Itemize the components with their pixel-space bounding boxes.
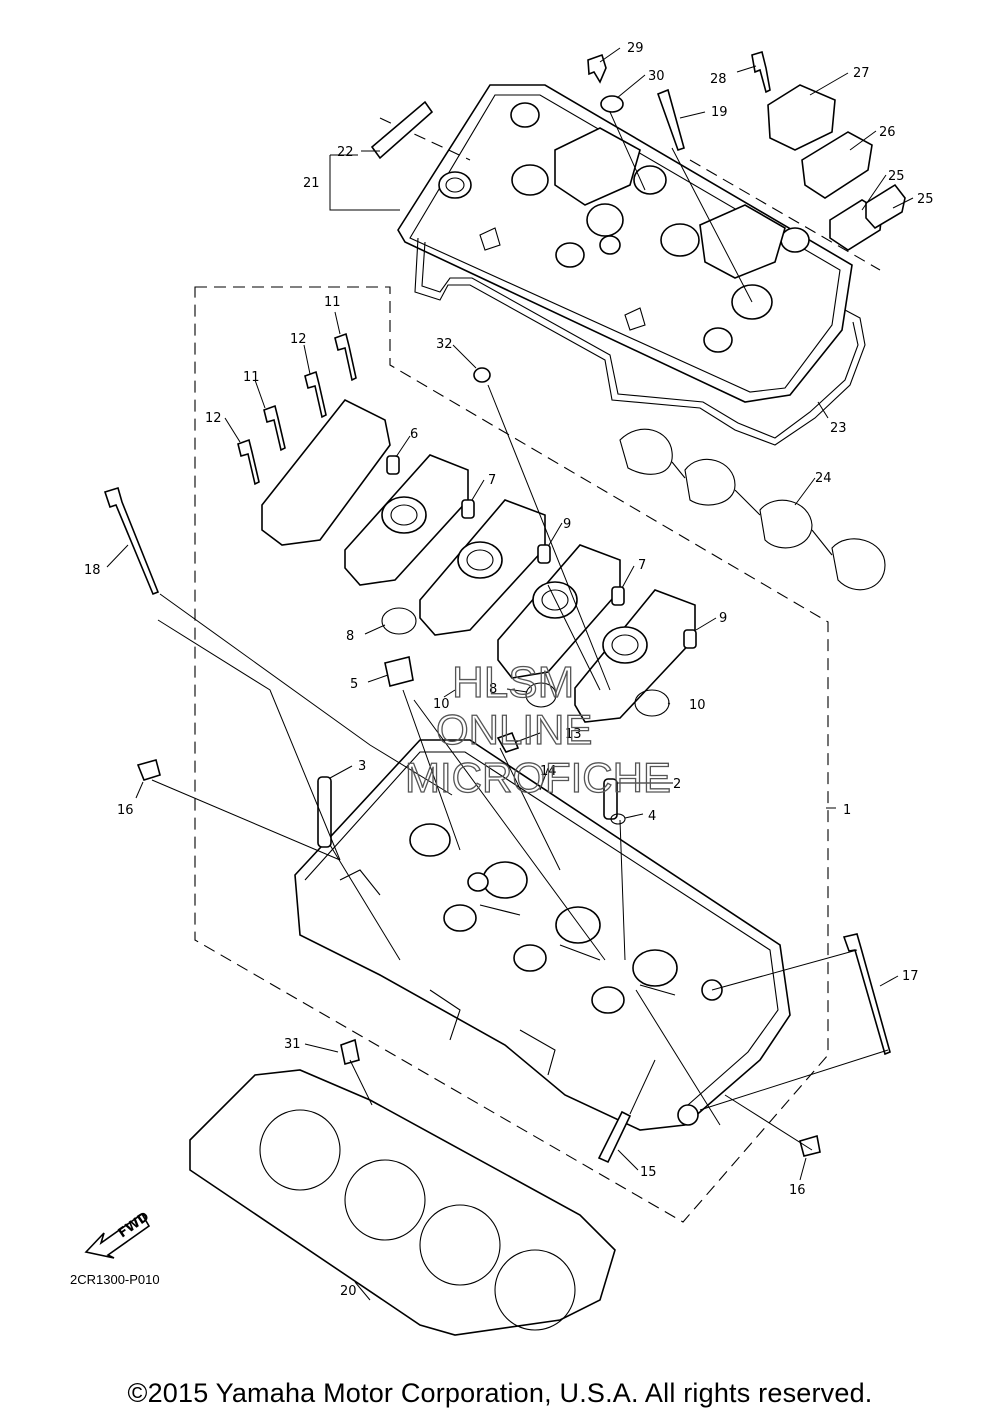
camshaft-caps (261, 398, 696, 723)
dowel-pins (386, 455, 697, 649)
cap-bolts (237, 332, 357, 486)
callout-21: 21 (303, 176, 320, 191)
callout-8b: 8 (489, 682, 497, 697)
leader-lines (106, 47, 914, 1301)
callout-30: 30 (648, 69, 665, 84)
callout-16b: 16 (789, 1183, 806, 1198)
callout-9a: 9 (563, 517, 571, 532)
watermark-line-1: HLSM (452, 658, 574, 707)
reference-code: 2CR1300-P010 (70, 1272, 160, 1287)
callout-25a: 25 (888, 169, 905, 184)
assembly-boundary (194, 286, 829, 1223)
callout-20: 20 (340, 1284, 357, 1299)
callout-5: 5 (350, 677, 358, 692)
o-ring (381, 607, 417, 635)
callout-10b: 10 (689, 698, 706, 713)
head-gasket (189, 1069, 616, 1336)
callout-22: 22 (337, 145, 354, 160)
copyright-notice: ©2015 Yamaha Motor Corporation, U.S.A. A… (127, 1378, 873, 1408)
watermark-line-2: ONLINE (436, 706, 592, 753)
cylinder-head (294, 739, 791, 1131)
callout-23: 23 (830, 421, 847, 436)
callout-numbers: 29 30 19 28 27 26 25 25 22 21 23 24 11 1… (84, 41, 934, 1299)
watermark-line-3: MICROFICHE (405, 754, 671, 801)
callout-19: 19 (711, 105, 728, 120)
callout-31: 31 (284, 1037, 301, 1052)
callout-12b: 12 (205, 411, 222, 426)
callout-32: 32 (436, 337, 453, 352)
cover-gasket (414, 237, 866, 446)
cover-top-parts (370, 50, 906, 251)
callout-17: 17 (902, 969, 919, 984)
callout-25b: 25 (917, 192, 934, 207)
callout-12a: 12 (290, 332, 307, 347)
callout-16a: 16 (117, 803, 134, 818)
callout-18: 18 (84, 563, 101, 578)
callout-4: 4 (648, 809, 656, 824)
callout-13: 13 (565, 727, 582, 742)
callout-26: 26 (879, 125, 896, 140)
callout-8a: 8 (346, 629, 354, 644)
callout-28: 28 (710, 72, 727, 87)
head-bolts (103, 486, 891, 1056)
callout-9b: 9 (719, 611, 727, 626)
callout-3: 3 (358, 759, 366, 774)
watermark: HLSM ONLINE MICROFICHE (404, 657, 671, 801)
callout-2: 2 (673, 777, 681, 792)
callout-6: 6 (410, 427, 418, 442)
cylinder-head-cover (397, 84, 853, 403)
callout-11b: 11 (243, 370, 260, 385)
callout-27: 27 (853, 66, 870, 81)
callout-1: 1 (843, 803, 851, 818)
callout-7b: 7 (638, 558, 646, 573)
plug-seal-gasket (619, 428, 886, 591)
o-ring (525, 682, 557, 708)
callout-14: 14 (540, 764, 557, 779)
o-ring (634, 689, 670, 717)
callout-7a: 7 (488, 473, 496, 488)
callout-15: 15 (640, 1165, 657, 1180)
small-fasteners (136, 367, 821, 1164)
callout-24: 24 (815, 471, 832, 486)
callout-10a: 10 (433, 697, 450, 712)
callout-11a: 11 (324, 295, 341, 310)
fwd-arrow-icon: FWD (84, 1209, 152, 1259)
callout-29: 29 (627, 41, 644, 56)
